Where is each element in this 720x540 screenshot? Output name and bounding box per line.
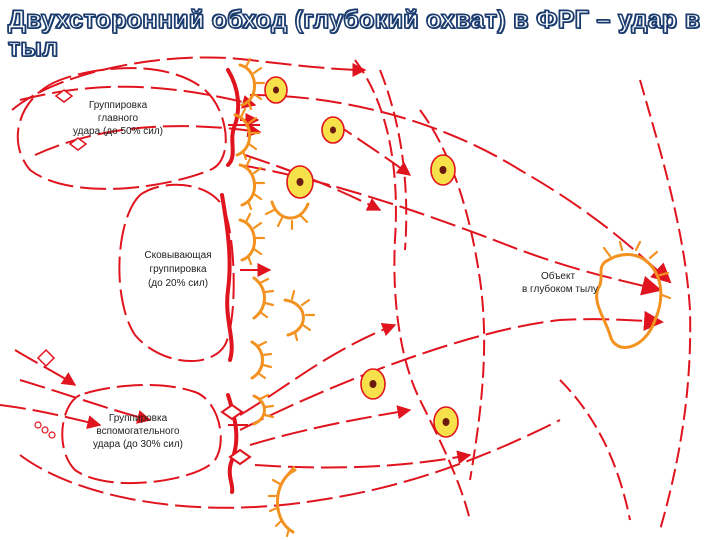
defense-line-2 xyxy=(354,59,471,521)
arrow-bottom-2 xyxy=(254,450,472,469)
enemy-unit-4 xyxy=(430,154,456,186)
pinning-group-outline xyxy=(118,183,235,362)
label-aux-line-3: удара (до 30% сил) xyxy=(93,439,183,450)
enemy-unit-6 xyxy=(433,406,459,438)
defense-line-3 xyxy=(379,69,408,251)
arrow-top-outer xyxy=(11,56,367,111)
label-main-line-1: Группировка xyxy=(89,100,148,111)
slide-title: Двухсторонний обход (глубокий охват) в Ф… xyxy=(7,5,701,63)
arrow-lower-3 xyxy=(249,405,412,446)
arrow-main-1 xyxy=(19,85,257,109)
label-pinning-line-3: (до 20% сил) xyxy=(148,278,208,289)
group-outlines xyxy=(16,67,235,485)
enemy-position-2 xyxy=(233,107,261,161)
arrow-main-deep xyxy=(249,94,672,284)
enemy-position-1 xyxy=(238,57,266,111)
aux-group-marker-1 xyxy=(220,403,244,421)
label-main-line-2: главного xyxy=(98,113,139,124)
enemy-defense-positions xyxy=(233,57,316,538)
enemy-position-10 xyxy=(267,465,297,538)
enemy-position-9 xyxy=(252,393,275,426)
arrow-lower-2 xyxy=(239,322,397,416)
enemy-position-3 xyxy=(238,157,266,211)
enemy-position-7 xyxy=(283,289,316,342)
label-aux-line-1: Группировка xyxy=(109,413,168,424)
enemy-lines xyxy=(354,59,692,531)
label-aux-line-2: вспомогательного xyxy=(96,426,180,437)
arrow-aux-2 xyxy=(0,404,102,429)
arrow-mid-left xyxy=(14,349,77,386)
enemy-units xyxy=(264,76,459,438)
enemy-unit-2 xyxy=(321,116,345,144)
enemy-unit-5 xyxy=(360,368,386,400)
defense-line-far-2 xyxy=(559,379,631,521)
deep-rear-target xyxy=(595,240,672,349)
arrow-aux-1 xyxy=(19,379,152,424)
defense-line-4 xyxy=(419,109,486,481)
label-pinning-line-1: Сковывающая xyxy=(144,250,211,261)
enemy-position-8 xyxy=(250,340,273,380)
label-target-line-1: Объект xyxy=(541,270,575,282)
label-pinning-group: Сковывающая группировка (до 20% сил) xyxy=(144,250,211,289)
own-front-line xyxy=(220,68,260,494)
arrow-main-2 xyxy=(34,123,262,156)
label-main-line-3: удара (до 50% сил) xyxy=(73,126,163,137)
arrow-lower-deep xyxy=(239,310,664,431)
aux-group-marker-2 xyxy=(228,448,252,466)
enemy-position-4 xyxy=(264,200,310,231)
hq-markers xyxy=(34,89,88,439)
enemy-unit-3 xyxy=(286,165,314,199)
label-target-line-2: в глубоком тылу xyxy=(522,283,598,295)
enemy-unit-1 xyxy=(264,76,288,104)
label-auxiliary-strike-group: Группировка вспомогательного удара (до 3… xyxy=(93,413,183,450)
arrow-bottom-outer xyxy=(19,419,561,509)
enemy-position-5 xyxy=(238,212,266,266)
defense-line-far xyxy=(639,79,692,531)
enemy-position-6 xyxy=(252,276,275,320)
label-deep-rear-target: Объект в глубоком тылу xyxy=(522,270,598,295)
label-pinning-line-2: группировка xyxy=(149,264,207,275)
auxiliary-group-outline xyxy=(61,384,222,485)
main-group-outline xyxy=(16,67,227,190)
label-main-strike-group: Группировка главного удара (до 50% сил) xyxy=(73,100,163,137)
